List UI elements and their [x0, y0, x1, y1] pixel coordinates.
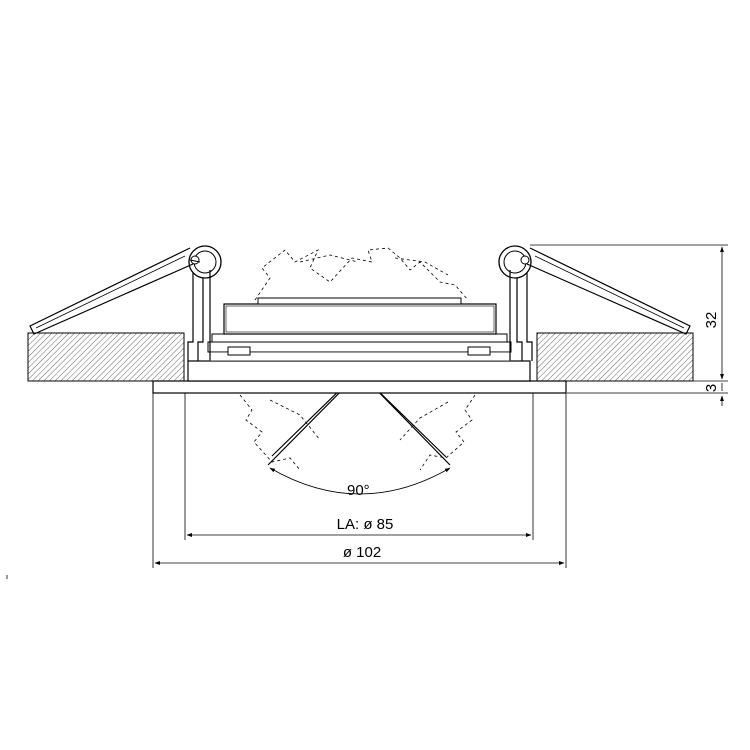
housing-body [187, 297, 531, 382]
outer-diameter-dimension: ø 102 [152, 393, 567, 568]
ceiling-left [27, 332, 185, 382]
ceiling-right [536, 332, 694, 382]
height-dimension: 32 3 [530, 244, 728, 406]
outer-diameter-label: ø 102 [343, 544, 381, 561]
cutout-dimension: LA: ø 85 [184, 393, 534, 540]
flange-thickness-label: 3 [703, 384, 720, 392]
cutout-diameter-label: LA: ø 85 [337, 516, 394, 533]
angle-arc [269, 467, 451, 495]
tilt-angle-label: 90° [347, 482, 370, 499]
spring-clip-left [29, 245, 222, 361]
spring-clip-right [498, 245, 691, 361]
tilted-outline-lower [239, 394, 476, 471]
trim-flange [152, 380, 567, 394]
height-label: 32 [703, 312, 720, 329]
tilted-outline-upper [254, 247, 469, 301]
